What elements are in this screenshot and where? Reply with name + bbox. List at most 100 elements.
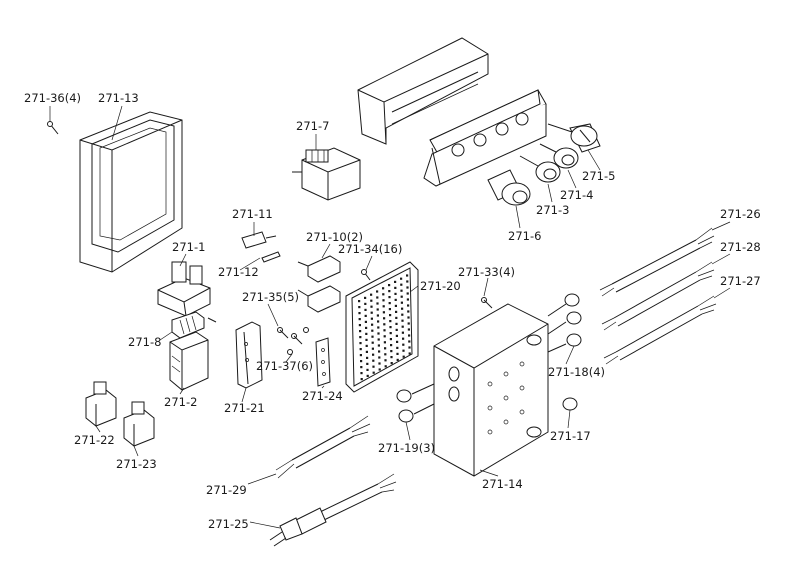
- perforation-hole: [389, 332, 392, 335]
- part-271-26-cable: [599, 227, 715, 297]
- part-271-29-cable: [275, 415, 371, 479]
- perforation-hole: [376, 296, 379, 299]
- part-271-20-perforated-panel: [345, 261, 419, 393]
- perforation-hole: [366, 374, 369, 377]
- perforation-hole: [366, 368, 369, 371]
- perforation-hole: [378, 362, 381, 365]
- part-271-28-cable: [601, 261, 715, 331]
- perforation-hole: [390, 356, 393, 359]
- part-271-34-screw: [361, 269, 371, 281]
- perforation-hole: [406, 280, 409, 283]
- perforation-hole: [389, 326, 392, 329]
- perforation-hole: [358, 306, 361, 309]
- perforation-hole: [364, 320, 367, 323]
- perforation-hole: [402, 343, 405, 346]
- perforation-hole: [383, 329, 386, 332]
- perforation-hole: [401, 319, 404, 322]
- label-271-4: 271-4: [560, 188, 593, 202]
- perforation-hole: [406, 286, 409, 289]
- part-271-35-screw: [277, 327, 303, 345]
- perforation-hole: [358, 318, 361, 321]
- part-271-24-terminal-strip: [315, 337, 331, 387]
- part-271-36-screw: [47, 121, 59, 135]
- perforation-hole: [394, 280, 397, 283]
- perforation-hole: [372, 365, 375, 368]
- part-271-13-cover: [79, 111, 183, 273]
- perforation-hole: [364, 308, 367, 311]
- part-271-7-transformer: [292, 147, 361, 201]
- perforation-hole: [365, 338, 368, 341]
- perforation-grid: [358, 274, 411, 381]
- perforation-hole: [400, 295, 403, 298]
- perforation-hole: [384, 359, 387, 362]
- part-front-panel: [423, 89, 547, 187]
- label-271-21: 271-21: [224, 401, 265, 415]
- label-271-29: 271-29: [206, 483, 247, 497]
- part-271-14-enclosure: [433, 303, 549, 477]
- perforation-hole: [384, 347, 387, 350]
- label-271-8: 271-8: [128, 335, 161, 349]
- perforation-hole: [388, 302, 391, 305]
- perforation-hole: [360, 360, 363, 363]
- perforation-hole: [371, 335, 374, 338]
- perforation-hole: [401, 325, 404, 328]
- perforation-hole: [402, 349, 405, 352]
- perforation-hole: [370, 317, 373, 320]
- part-271-27-cable: [603, 295, 717, 365]
- perforation-hole: [408, 340, 411, 343]
- label-271-37: 271-37(6): [256, 359, 313, 373]
- perforation-hole: [358, 300, 361, 303]
- perforation-hole: [400, 283, 403, 286]
- label-271-3: 271-3: [536, 203, 569, 217]
- leader-lines: [49, 105, 731, 529]
- perforation-hole: [365, 332, 368, 335]
- label-271-35: 271-35(5): [242, 290, 299, 304]
- label-271-36: 271-36(4): [24, 91, 81, 105]
- perforation-hole: [371, 323, 374, 326]
- perforation-hole: [383, 341, 386, 344]
- perforation-hole: [365, 326, 368, 329]
- perforation-hole: [358, 324, 361, 327]
- perforation-hole: [370, 305, 373, 308]
- perforation-hole: [395, 310, 398, 313]
- perforation-hole: [395, 322, 398, 325]
- perforation-hole: [383, 317, 386, 320]
- perforation-hole: [378, 368, 381, 371]
- perforation-hole: [376, 308, 379, 311]
- perforation-hole: [408, 352, 411, 355]
- perforation-hole: [382, 305, 385, 308]
- label-271-33: 271-33(4): [458, 265, 515, 279]
- label-271-34: 271-34(16): [338, 242, 402, 256]
- perforation-hole: [378, 350, 381, 353]
- perforation-hole: [382, 287, 385, 290]
- part-271-8-terminal-block: [171, 311, 217, 339]
- perforation-hole: [365, 344, 368, 347]
- perforation-hole: [376, 302, 379, 305]
- perforation-hole: [389, 338, 392, 341]
- label-271-18: 271-18(4): [548, 365, 605, 379]
- perforation-hole: [364, 296, 367, 299]
- perforation-hole: [383, 323, 386, 326]
- perforation-hole: [364, 314, 367, 317]
- perforation-hole: [389, 320, 392, 323]
- perforation-hole: [407, 304, 410, 307]
- perforation-hole: [359, 342, 362, 345]
- perforation-hole: [388, 290, 391, 293]
- part-271-37-washer: [287, 327, 309, 355]
- label-271-7: 271-7: [296, 119, 329, 133]
- perforation-hole: [365, 350, 368, 353]
- perforation-hole: [402, 337, 405, 340]
- perforation-hole: [394, 286, 397, 289]
- label-271-27: 271-27: [720, 274, 761, 288]
- label-271-17: 271-17: [550, 429, 591, 443]
- part-271-11-clip: [241, 231, 277, 249]
- part-labels: 271-36(4) 271-13 271-7 271-5 271-4 271-3…: [24, 91, 761, 531]
- label-271-10: 271-10(2): [306, 230, 363, 244]
- perforation-hole: [406, 274, 409, 277]
- perforation-hole: [377, 332, 380, 335]
- perforation-hole: [407, 316, 410, 319]
- part-271-4-pilot-light: [539, 143, 579, 169]
- perforation-hole: [395, 334, 398, 337]
- label-271-26: 271-26: [720, 207, 761, 221]
